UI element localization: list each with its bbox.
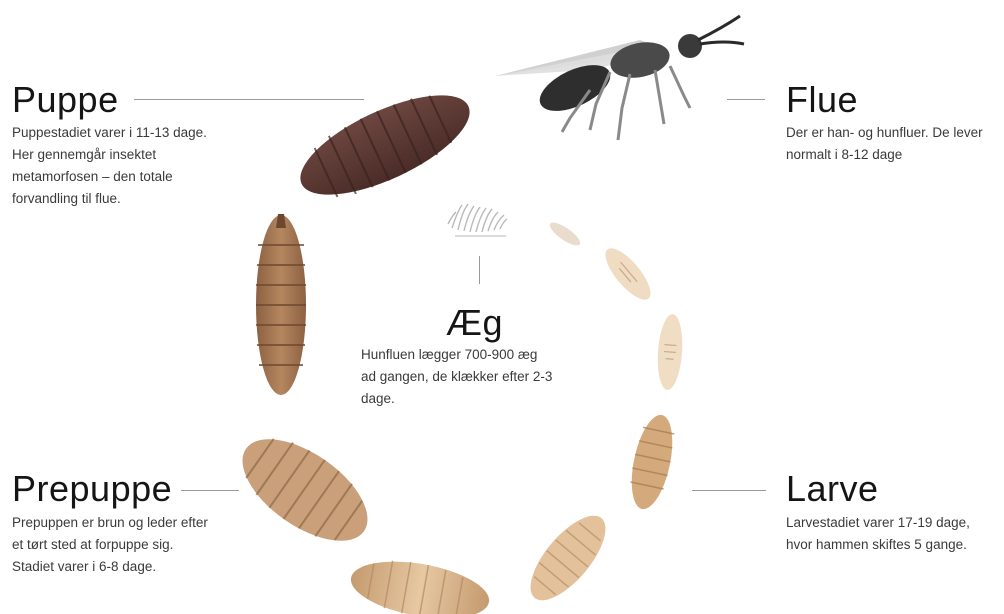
- aeg-line: ad gangen, de klækker efter 2-3: [361, 366, 601, 388]
- larve-title: Larve: [786, 471, 879, 507]
- larva-icon: [347, 552, 494, 614]
- puppe-rule: [134, 99, 364, 100]
- flue-rule: [727, 99, 765, 100]
- larva-icon: [624, 411, 679, 512]
- aeg-line: dage.: [361, 388, 601, 410]
- flue-line: normalt i 8-12 dage: [786, 144, 1004, 166]
- larve-line: hvor hammen skiftes 5 gange.: [786, 534, 1004, 556]
- larve-description: Larvestadiet varer 17-19 dage, hvor hamm…: [786, 512, 1004, 556]
- larva-icon: [547, 219, 583, 249]
- aeg-title: Æg: [446, 305, 503, 341]
- flue-title: Flue: [786, 82, 858, 118]
- pupa-icon: [287, 75, 482, 214]
- eggs-icon: [448, 204, 507, 236]
- flue-description: Der er han- og hunfluer. De lever normal…: [786, 122, 1004, 166]
- puppe-line: metamorfosen – den totale: [12, 166, 272, 188]
- fly-icon: [495, 16, 744, 140]
- prepuppe-title: Prepuppe: [12, 471, 172, 507]
- larve-line: Larvestadiet varer 17-19 dage,: [786, 512, 1004, 534]
- prepuppe-line: Prepuppen er brun og leder efter: [12, 512, 262, 534]
- prepuppe-rule: [181, 490, 239, 491]
- larva-icon: [655, 313, 684, 390]
- aeg-line: Hunfluen lægger 700-900 æg: [361, 344, 601, 366]
- puppe-line: Puppestadiet varer i 11-13 dage.: [12, 122, 272, 144]
- puppe-line: Her gennemgår insektet: [12, 144, 272, 166]
- aeg-rule: [479, 256, 480, 284]
- flue-line: Der er han- og hunfluer. De lever: [786, 122, 1004, 144]
- prepuppe-line: Stadiet varer i 6-8 dage.: [12, 556, 262, 578]
- larva-icon: [598, 242, 658, 306]
- prepuppe-line: et tørt sted at forpuppe sig.: [12, 534, 262, 556]
- prepuppe-description: Prepuppen er brun og leder efter et tørt…: [12, 512, 262, 578]
- puppe-description: Puppestadiet varer i 11-13 dage. Her gen…: [12, 122, 272, 210]
- puppe-title: Puppe: [12, 82, 119, 118]
- larve-rule: [692, 490, 766, 491]
- aeg-description: Hunfluen lægger 700-900 æg ad gangen, de…: [361, 344, 601, 410]
- larva-icon: [518, 504, 619, 612]
- prepupa-icon: [256, 214, 306, 395]
- puppe-line: forvandling til flue.: [12, 188, 272, 210]
